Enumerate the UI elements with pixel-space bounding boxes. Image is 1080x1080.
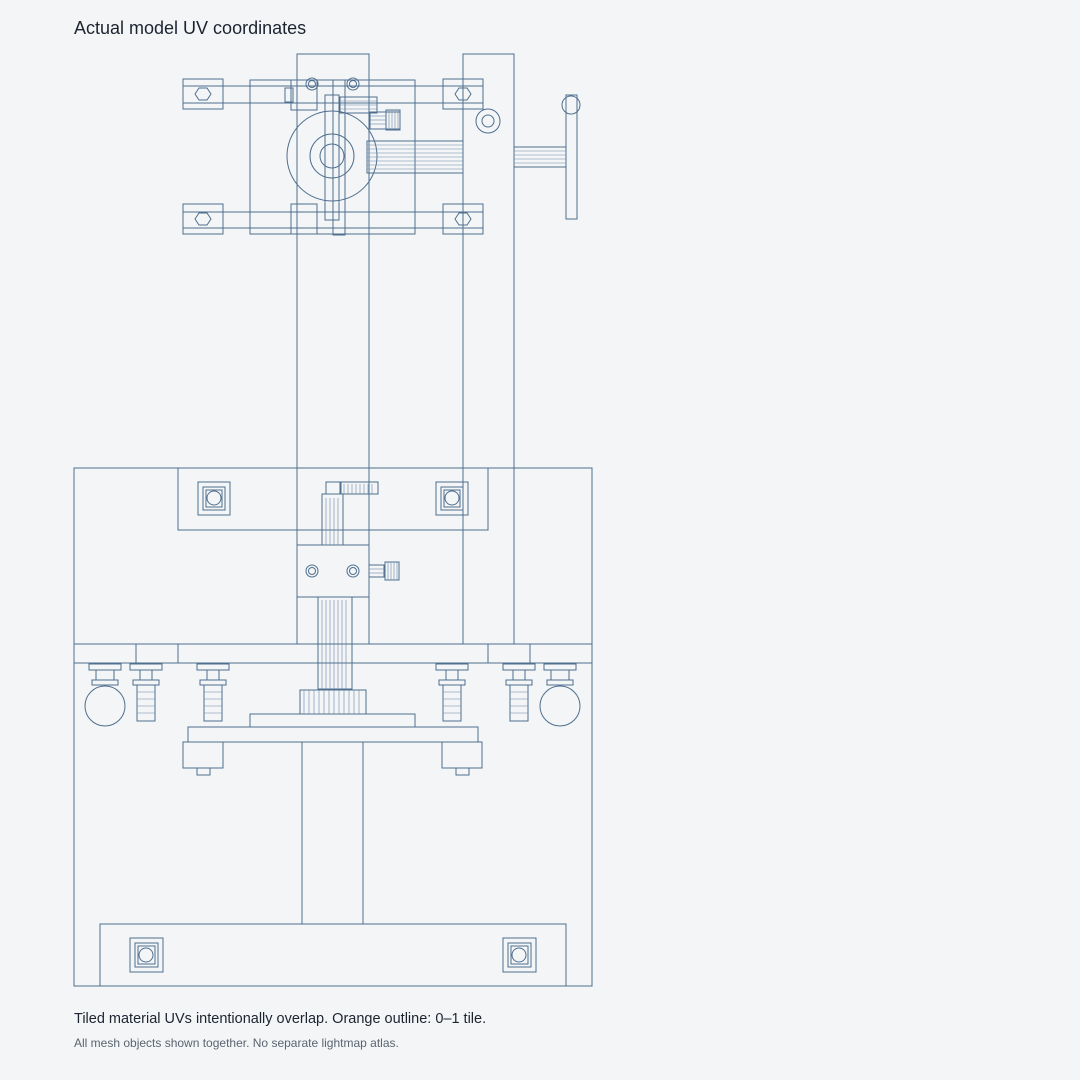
uv-hatch-top (340, 100, 566, 170)
uv-hatch-feet (137, 691, 528, 714)
uv-island-lower-platform (99, 689, 567, 987)
uv-hatch-lower (303, 690, 360, 714)
figure-note: All mesh objects shown together. No sepa… (74, 1036, 399, 1050)
figure-caption: Tiled material UVs intentionally overlap… (74, 1011, 487, 1027)
uv-hatch-mid (321, 484, 398, 689)
uv-tile-outline (73, 467, 593, 987)
uv-island-top-frame (182, 53, 581, 645)
page-title: Actual model UV coordinates (74, 18, 307, 38)
uv-island-upper-plate (177, 467, 489, 690)
